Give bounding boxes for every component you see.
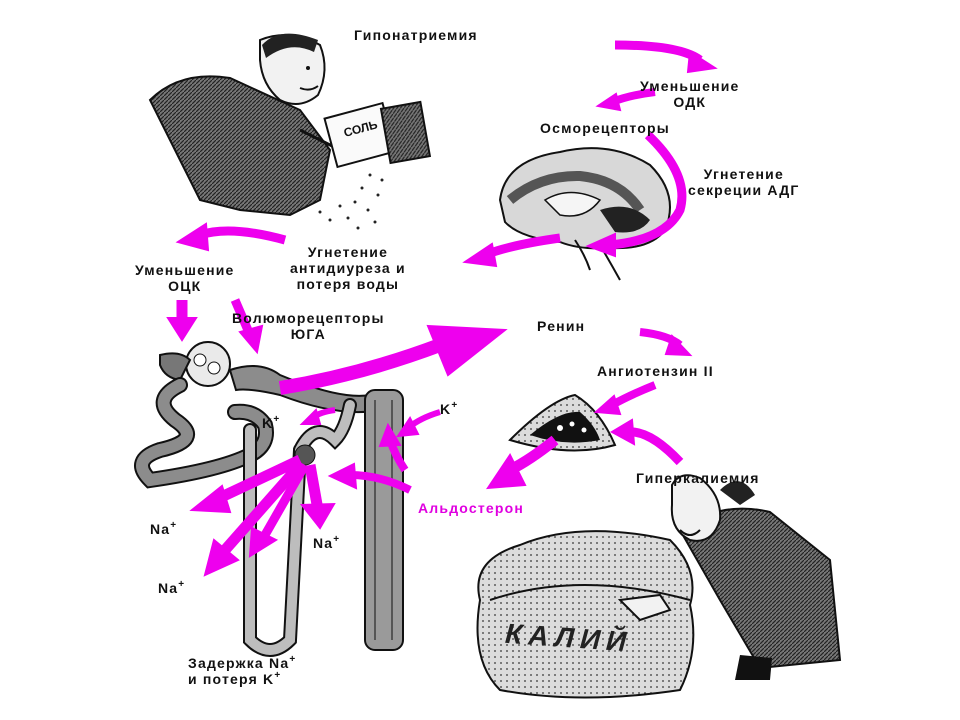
label-osmoreceptors: Осморецепторы	[540, 120, 670, 136]
process-arrows	[166, 40, 718, 577]
arrow-juga-to-renin	[278, 338, 443, 395]
label-hyperkalemia: Гиперкалиемия	[636, 470, 760, 486]
label-decrease-odk: Уменьшение ОДК	[640, 78, 740, 110]
arrow-antidiuresis-to-ock	[198, 226, 287, 245]
label-retention-line1: Задержка Na+	[188, 654, 297, 671]
label-aldosterone: Альдостерон	[418, 500, 525, 516]
label-volumoreceptors: Волюморецепторы ЮГА	[232, 310, 385, 342]
label-k-left: K+	[262, 414, 281, 431]
label-angiotensin: Ангиотензин II	[597, 363, 714, 379]
arrow-na-3	[304, 464, 324, 511]
label-hyponatremia: Гипонатриемия	[354, 27, 478, 43]
arrow-brain-to-antidiuresis	[483, 233, 561, 260]
label-na-2: Na+	[313, 534, 341, 551]
arrow-angiotensin-to-adrenal	[610, 381, 657, 409]
arrow-hypo-to-odk	[614, 40, 703, 64]
label-inhibit-antidiuresis: Угнетение антидиуреза и потеря воды	[290, 244, 406, 292]
arrow-osmo-to-brain	[609, 131, 687, 250]
label-renin: Ренин	[537, 318, 586, 334]
man-pouring-salt-illustration: СОЛЬ	[148, 33, 432, 230]
label-decrease-ock: Уменьшение ОЦК	[135, 262, 235, 294]
label-na-3: Na+	[158, 579, 186, 596]
arrow-na-1	[212, 455, 303, 505]
label-retention-line2: и потеря K+	[188, 670, 282, 687]
arrow-na-4	[261, 462, 309, 538]
label-inhibit-adh: Угнетение секреции АДГ	[688, 166, 800, 198]
arrow-hyperkalemia-to-adrenal	[627, 427, 684, 466]
man-with-potassium-sack-illustration: КАЛИЙ	[476, 474, 842, 699]
arrow-na-2	[220, 461, 305, 554]
adrenal-gland-illustration	[508, 393, 617, 452]
label-na-1: Na+	[150, 520, 178, 537]
label-k-right: K+	[440, 400, 459, 417]
brain-illustration	[498, 147, 671, 281]
